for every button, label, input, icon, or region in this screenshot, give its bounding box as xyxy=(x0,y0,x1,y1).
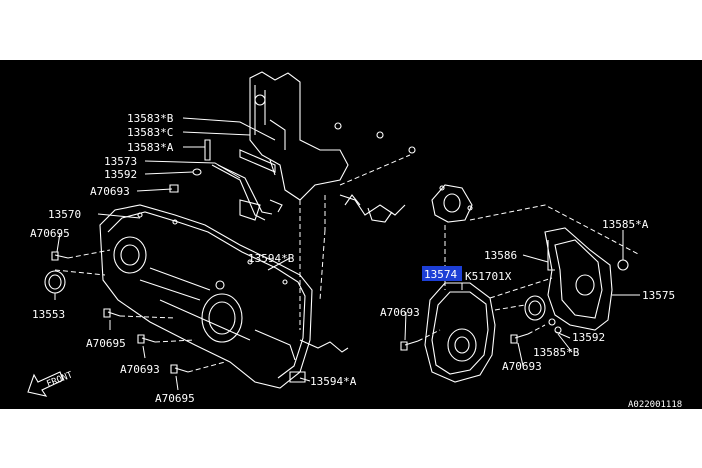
label-13573[interactable]: 13573 xyxy=(104,155,137,168)
label-13586[interactable]: 13586 xyxy=(484,249,517,262)
bolts-left xyxy=(51,251,189,374)
label-13570[interactable]: 13570 xyxy=(48,208,81,221)
parts-diagram-canvas: 13583*B 13583*C 13583*A 13573 13592 A706… xyxy=(0,60,702,409)
leader-lines-right xyxy=(417,204,641,342)
bracket-parts xyxy=(169,139,283,221)
front-arrow xyxy=(27,371,64,397)
label-a70693-lower-right[interactable]: A70693 xyxy=(502,360,542,373)
label-a70695-left[interactable]: A70695 xyxy=(30,227,70,240)
label-a70695-bottom[interactable]: A70695 xyxy=(155,392,195,405)
label-13575[interactable]: 13575 xyxy=(642,289,675,302)
label-13585-a[interactable]: 13585*A xyxy=(602,218,649,231)
label-13583-c[interactable]: 13583*C xyxy=(127,126,173,139)
left-timing-belt-cover xyxy=(99,204,349,389)
label-13553[interactable]: 13553 xyxy=(32,308,65,321)
label-13594-b[interactable]: 13594*B xyxy=(248,252,295,265)
engine-block-outline xyxy=(249,71,416,240)
label-a70695-mid[interactable]: A70695 xyxy=(86,337,126,350)
seal-13585a xyxy=(617,259,629,271)
diagram-code: A022001118 xyxy=(628,400,682,409)
label-a70693-top[interactable]: A70693 xyxy=(90,185,130,198)
cap-13553 xyxy=(44,270,66,294)
label-13592-left[interactable]: 13592 xyxy=(104,168,137,181)
label-a70693-bottom[interactable]: A70693 xyxy=(120,363,160,376)
rear-belt-cover-13575 xyxy=(544,227,613,331)
label-leaders xyxy=(54,117,573,391)
seal-13586 xyxy=(524,295,546,321)
exploded-parts-diagram: 13583*B 13583*C 13583*A 13573 13592 A706… xyxy=(27,71,682,409)
label-13585-b[interactable]: 13585*B xyxy=(533,346,580,359)
label-13594-a[interactable]: 13594*A xyxy=(310,375,357,388)
label-a70693-right[interactable]: A70693 xyxy=(380,306,420,319)
bolts-right xyxy=(400,318,562,351)
label-13574-highlighted[interactable]: 13574 xyxy=(424,268,457,281)
highlight-box-13574 xyxy=(422,266,462,281)
sprocket-assembly-top xyxy=(431,184,473,223)
label-13583-b[interactable]: 13583*B xyxy=(127,112,174,125)
label-k51701x[interactable]: K51701X xyxy=(465,270,512,283)
label-13592-right[interactable]: 13592 xyxy=(572,331,605,344)
label-13583-a[interactable]: 13583*A xyxy=(127,141,174,154)
leader-lines-left xyxy=(54,229,326,373)
